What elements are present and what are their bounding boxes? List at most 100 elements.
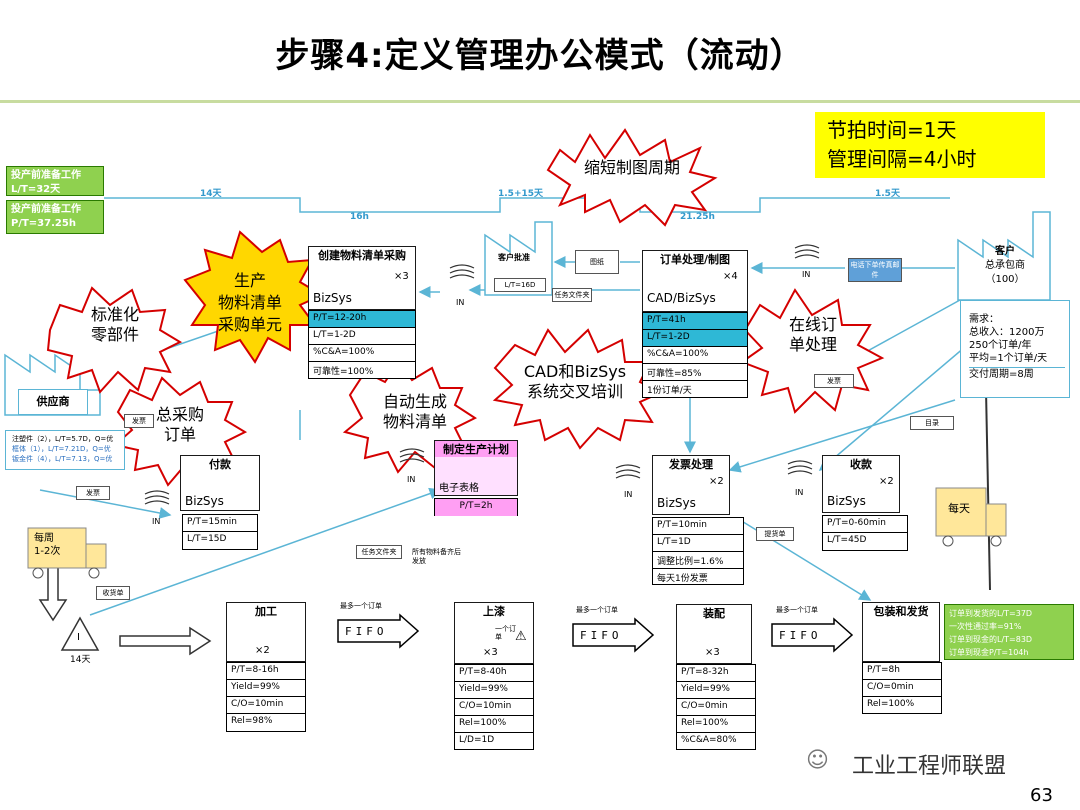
supplier-line1: 注塑件（2），L/T=5.7D，Q=优 xyxy=(12,435,114,443)
prep-pt-value: P/T=37.25h xyxy=(11,218,76,229)
truck-weekly-line2: 1-2次 xyxy=(34,546,61,557)
plan-system: 电子表格 xyxy=(439,483,479,494)
p2-row2: C/O=10min xyxy=(455,699,533,716)
in-payment: IN xyxy=(152,517,161,526)
customer-title: 客户 xyxy=(995,246,1015,257)
order-row-rel: 可靠性=85% xyxy=(643,364,747,381)
title-divider xyxy=(0,100,1080,103)
timeline-1.5days: 1.5天 xyxy=(875,189,900,199)
p2-title: 上漆 xyxy=(483,605,505,618)
customer-sub2: （100） xyxy=(985,274,1025,285)
burst-bom-line1: 生产 xyxy=(233,271,266,290)
customer-header: 客户 总承包商 （100） xyxy=(960,245,1050,287)
fifo-note-2: 最多一个订单 xyxy=(576,606,618,614)
plan-pt: P/T=2h xyxy=(435,499,517,516)
burst-bom-line3: 采购单元 xyxy=(217,315,282,334)
burst-online-line1: 在线订 xyxy=(788,315,837,334)
p1-data: P/T=8-16h Yield=99% C/O=10min Rel=98% xyxy=(226,662,306,732)
burst-bom-purchase: 生产 物料清单 采购单元 xyxy=(205,270,295,336)
billing-title: 发票处理 xyxy=(669,458,713,471)
supplier-line2: 框体（1），L/T=7.21D，Q=优 xyxy=(12,445,111,453)
inventory-days: 14天 xyxy=(70,655,91,665)
p2-row1: Yield=99% xyxy=(455,682,533,699)
burst-auto-line2: 物料清单 xyxy=(382,412,447,431)
order-row-lt: L/T=1-2D xyxy=(643,330,747,347)
takt-box: 节拍时间=1天 管理间隔=4小时 xyxy=(815,112,1045,178)
billing-box: 发票处理 ×2 BizSys xyxy=(652,455,730,515)
tag-invoice-a: 发票 xyxy=(814,374,854,388)
collect-multiplier: ×2 xyxy=(879,476,894,487)
tag-task-file-2: 任务文件夹 xyxy=(356,545,402,559)
bom-row-rel: 可靠性=100% xyxy=(313,367,374,377)
customer-requirements: 需求： 总收入：1200万 250个订单/年 平均=1个订单/天 交付周期=8周 xyxy=(960,300,1070,398)
tag-invoice-c: 发票 xyxy=(124,414,154,428)
in-billing: IN xyxy=(624,490,633,499)
page-title: 步骤4:定义管理办公模式（流动） xyxy=(275,36,805,76)
burst-online-line2: 单处理 xyxy=(788,335,837,354)
order-row-daily: 1份订单/天 xyxy=(647,386,692,396)
warning-icon: ⚠ xyxy=(515,629,527,644)
customer-approval-title: 客户批准 xyxy=(498,253,530,262)
burst-cad-line1: CAD和BizSys xyxy=(523,362,627,381)
summary-box: 订单到发货的L/T=37D 一次性通过率=91% 订单到现金的L/T=83D 订… xyxy=(944,604,1074,660)
p1-row0: P/T=8-16h xyxy=(227,663,305,680)
p4-data: P/T=8h C/O=0min Rel=100% xyxy=(862,662,942,714)
process-machining: 加工 ×2 xyxy=(226,602,306,662)
p3-row1: Yield=99% xyxy=(677,682,755,699)
p1-title: 加工 xyxy=(255,605,277,618)
in-plan: IN xyxy=(407,475,416,484)
process-packing: 包装和发货 xyxy=(862,602,940,662)
p4-row1: C/O=0min xyxy=(863,680,941,697)
billing-row-daily: 每天1份发票 xyxy=(657,574,708,584)
p4-row0: P/T=8h xyxy=(863,663,941,680)
tag-invoice-b: 发票 xyxy=(76,486,110,500)
billing-multiplier: ×2 xyxy=(709,476,724,487)
order-multiplier: ×4 xyxy=(723,271,738,282)
p2-multiplier: ×3 xyxy=(483,647,498,658)
wechat-icon: ☺ xyxy=(806,748,829,773)
burst-po-line2: 订单 xyxy=(163,425,196,444)
p3-multiplier: ×3 xyxy=(705,647,720,658)
supplier-title: 供应商 xyxy=(18,389,88,415)
truck-weekly: 每周 1-2次 xyxy=(34,532,60,558)
in-order: IN xyxy=(802,270,811,279)
bom-row-pt: P/T=12-20h xyxy=(309,311,415,328)
burst-standard-parts: 标准化 零部件 xyxy=(70,305,160,345)
burst-cad-line2: 系统交叉培训 xyxy=(526,382,623,401)
fifo-3: FIFO xyxy=(779,629,822,642)
payment-system: BizSys xyxy=(185,494,224,508)
p3-data: P/T=8-32h Yield=99% C/O=0min Rel=100% %C… xyxy=(676,664,756,750)
p2-note: 一个订单 xyxy=(495,625,516,641)
billing-data: P/T=10min L/T=1D 调整比例=1.6% 每天1份发票 xyxy=(652,517,744,585)
summary-line3: 订单到现金的L/T=83D xyxy=(949,635,1033,644)
bom-process-box: 创建物料清单采购 ×3 BizSys xyxy=(308,246,416,310)
burst-master-po: 总采购 订单 xyxy=(135,405,225,445)
fifo-2: FIFO xyxy=(580,629,623,642)
p4-row2: Rel=100% xyxy=(867,699,915,709)
management-interval: 管理间隔=4小时 xyxy=(827,147,977,171)
in-collect: IN xyxy=(795,488,804,497)
supplier-line3: 钣金件（4），L/T=7.13，Q=优 xyxy=(12,455,113,463)
tag-catalog: 目录 xyxy=(910,416,954,430)
page-number: 63 xyxy=(1030,785,1053,806)
plan-data: P/T=2h xyxy=(434,498,518,516)
process-assembly: 装配 ×3 xyxy=(676,604,752,664)
burst-shorten-drawing: 缩短制图周期 xyxy=(583,158,680,177)
order-data-box: P/T=41h L/T=1-2D %C&A=100% 可靠性=85% 1份订单/… xyxy=(642,312,748,398)
process-painting: 上漆 ×3 一个订单 ⚠ xyxy=(454,602,534,664)
prep-pt-box: 投产前准备工作 P/T=37.25h xyxy=(6,200,104,234)
payment-box: 付款 BizSys xyxy=(180,455,260,511)
p3-title: 装配 xyxy=(703,607,725,620)
collect-system: BizSys xyxy=(827,494,866,508)
burst-std-line1: 标准化 xyxy=(90,305,139,324)
p2-data: P/T=8-40h Yield=99% C/O=10min Rel=100% L… xyxy=(454,664,534,750)
collect-box: 收款 ×2 BizSys xyxy=(822,455,900,513)
p3-row3: Rel=100% xyxy=(677,716,755,733)
collect-data: P/T=0-60min L/T=45D xyxy=(822,515,908,551)
req-title: 需求： xyxy=(969,314,999,325)
billing-row-adjust: 调整比例=1.6% xyxy=(653,552,743,569)
req-orders: 250个订单/年 xyxy=(969,340,1032,351)
burst-po-line1: 总采购 xyxy=(155,405,204,424)
customer-approval-lt: L/T=16D xyxy=(494,278,546,292)
